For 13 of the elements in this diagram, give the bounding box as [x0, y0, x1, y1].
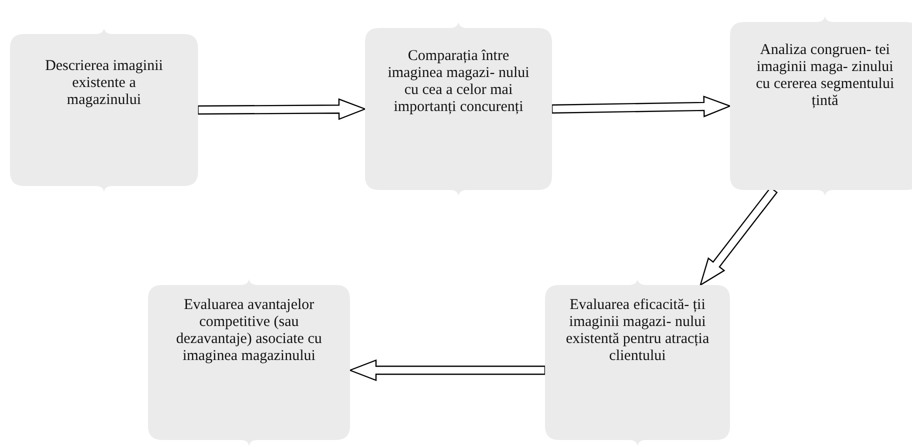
process-box: [545, 279, 730, 446]
process-box: [148, 279, 350, 446]
step-text: Analiza congruen- tei imaginii maga- zinului cu cererea segmentului țintă: [754, 42, 896, 110]
step-text: Comparația între imaginea magazi- nului cu cea a celor mai importanți concurenți: [386, 48, 530, 116]
process-box: [730, 16, 912, 196]
block-arrow: [348, 359, 546, 382]
process-box: [10, 28, 198, 192]
step-text: Descrierea imaginii existente a magazinului: [44, 58, 164, 109]
step-text: Evaluarea eficacită- ții imaginii magazi- nului existentă pentru atracția clientului: [564, 297, 710, 365]
process-box: [365, 22, 552, 196]
block-arrow: [551, 96, 732, 118]
step-text: Evaluarea avantajelor competitive (sau dezavantaje) asociate cu imaginea magazinului: [175, 297, 323, 365]
block-arrow: [197, 98, 367, 120]
